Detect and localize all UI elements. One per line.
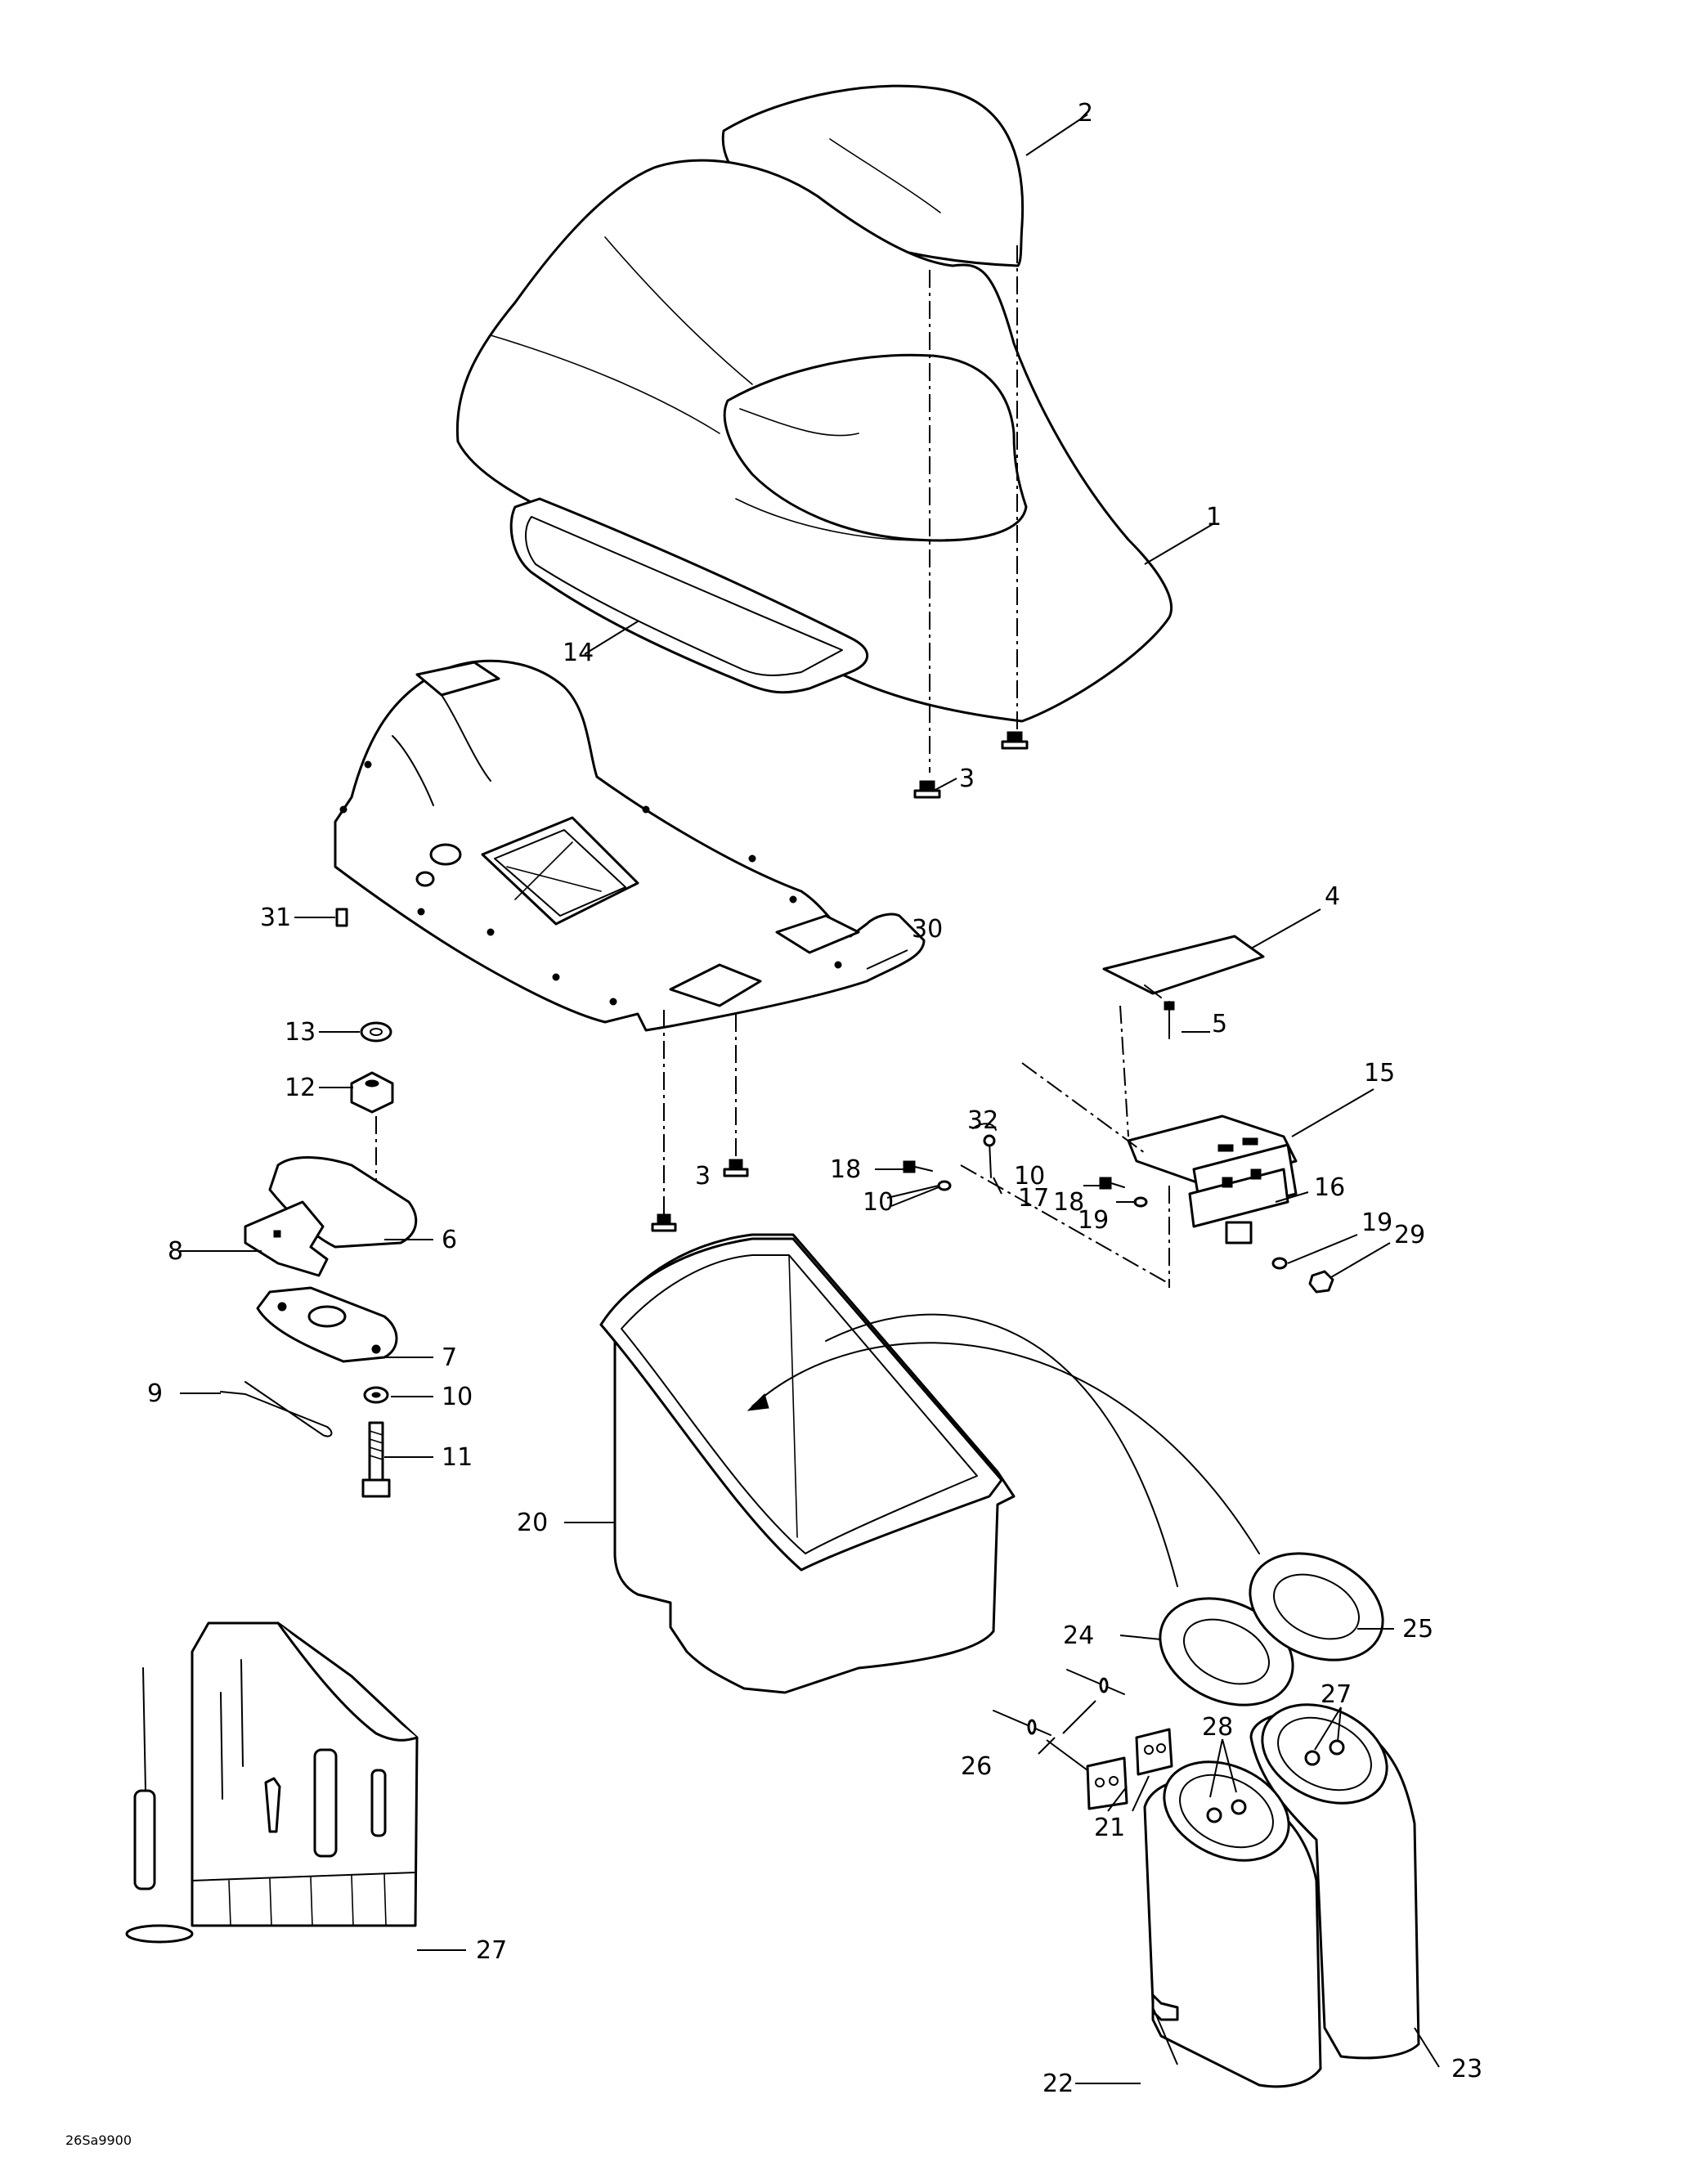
- callout-11: 11: [442, 1443, 473, 1472]
- callout-14: 14: [563, 639, 594, 667]
- part-7-latch-base: [256, 1286, 398, 1363]
- part-25-cap: [1249, 1552, 1384, 1662]
- part-22-container: [1143, 1760, 1322, 2088]
- callout-4: 4: [1325, 882, 1340, 911]
- part-30-nut: [1308, 1270, 1334, 1294]
- part-24-cap: [1159, 1597, 1294, 1706]
- callout-27-left: 28: [1202, 1713, 1233, 1742]
- callout-16: 16: [1314, 1173, 1345, 1202]
- part-16-plate: [1225, 1221, 1253, 1244]
- callout-23: 23: [1451, 2055, 1482, 2083]
- callout-9: 9: [147, 1379, 163, 1408]
- part-32-clip: [972, 1123, 997, 1131]
- callout-15: 15: [1364, 1059, 1395, 1088]
- callout-12: 12: [285, 1074, 316, 1102]
- screwdriver-icon: [133, 1667, 156, 1890]
- part-10-washer-stack: [363, 1386, 389, 1404]
- callout-6: 6: [442, 1226, 457, 1254]
- part-8-latch-lever: [244, 1200, 329, 1277]
- callout-32: 32: [967, 1106, 998, 1135]
- callout-26: 26: [961, 1752, 992, 1781]
- callout-5: 5: [1212, 1010, 1227, 1038]
- alignment-lines-latch: [960, 1005, 1170, 1288]
- callout-10-left: 10: [863, 1188, 894, 1217]
- part-3-screw: [913, 731, 1029, 799]
- part-9-wire-spring: [220, 1381, 333, 1437]
- callout-8: 8: [168, 1237, 183, 1266]
- callout-25: 25: [1402, 1615, 1433, 1644]
- part-19-washer: [1133, 1196, 1288, 1270]
- part-15-latch: [1127, 1114, 1298, 1228]
- part-31-pin: [335, 908, 348, 927]
- part-12-square-nut: [350, 1071, 394, 1114]
- callout-19-left: 19: [1078, 1206, 1109, 1235]
- part-4-bracket: [1102, 935, 1265, 998]
- callout-2: 2: [1078, 99, 1093, 128]
- bin-arrow: [747, 1313, 1260, 1587]
- part-28-tool-kit: [191, 1621, 419, 1927]
- callout-17: 17: [1018, 1184, 1049, 1213]
- part-20-storage-bin: [599, 1233, 1016, 1694]
- callout-13: 13: [285, 1018, 316, 1047]
- part-14-seal-frame: [509, 497, 869, 694]
- callout-3: 3: [959, 765, 975, 793]
- callout-labels: 2 1 14 3 31 30 4 5 13 12 15 32 3 10 18 1…: [65, 99, 1482, 2148]
- callout-30: 29: [1394, 1221, 1425, 1249]
- callout-28: 27: [476, 1936, 507, 1965]
- callout-3-base: 3: [695, 1162, 711, 1191]
- part-1-seat: [455, 159, 1173, 723]
- part-18-screw: [903, 1160, 1125, 1190]
- leader-lines: [180, 114, 1440, 2084]
- callout-18-left: 18: [830, 1155, 861, 1184]
- callout-29: 30: [912, 915, 943, 944]
- part-5-screw: [1164, 1001, 1175, 1039]
- part-23-container: [1249, 1703, 1420, 2060]
- callout-1: 1: [1206, 503, 1222, 531]
- pull-tab: [125, 1924, 194, 1944]
- callout-19-right: 19: [1361, 1209, 1392, 1237]
- callout-27-right: 27: [1321, 1680, 1352, 1709]
- callout-10-stack: 10: [442, 1383, 473, 1411]
- part-26-rivet: [993, 1669, 1125, 1736]
- part-10-washer: [937, 1180, 952, 1191]
- part-11-bolt: [361, 1421, 391, 1498]
- callout-10-upper: 10: [1014, 1162, 1045, 1191]
- part-17-pin: [983, 1134, 996, 1178]
- part-3-screw-base: [651, 1010, 749, 1232]
- callout-7: 7: [442, 1343, 457, 1372]
- alignment-lines-seat: [929, 245, 1018, 773]
- part-13-nut: [360, 1021, 392, 1043]
- callout-18-right: 18: [1053, 1188, 1084, 1217]
- callout-31: 31: [260, 904, 291, 932]
- part-21-plate: [1086, 1728, 1173, 1810]
- callout-22: 22: [1043, 2070, 1074, 2098]
- drawing-code: 26Sa9900: [65, 2132, 132, 2148]
- part-29-base-plate: [334, 659, 926, 1032]
- callout-21: 21: [1094, 1814, 1125, 1842]
- callout-20: 20: [517, 1509, 548, 1537]
- callout-24: 24: [1063, 1621, 1094, 1650]
